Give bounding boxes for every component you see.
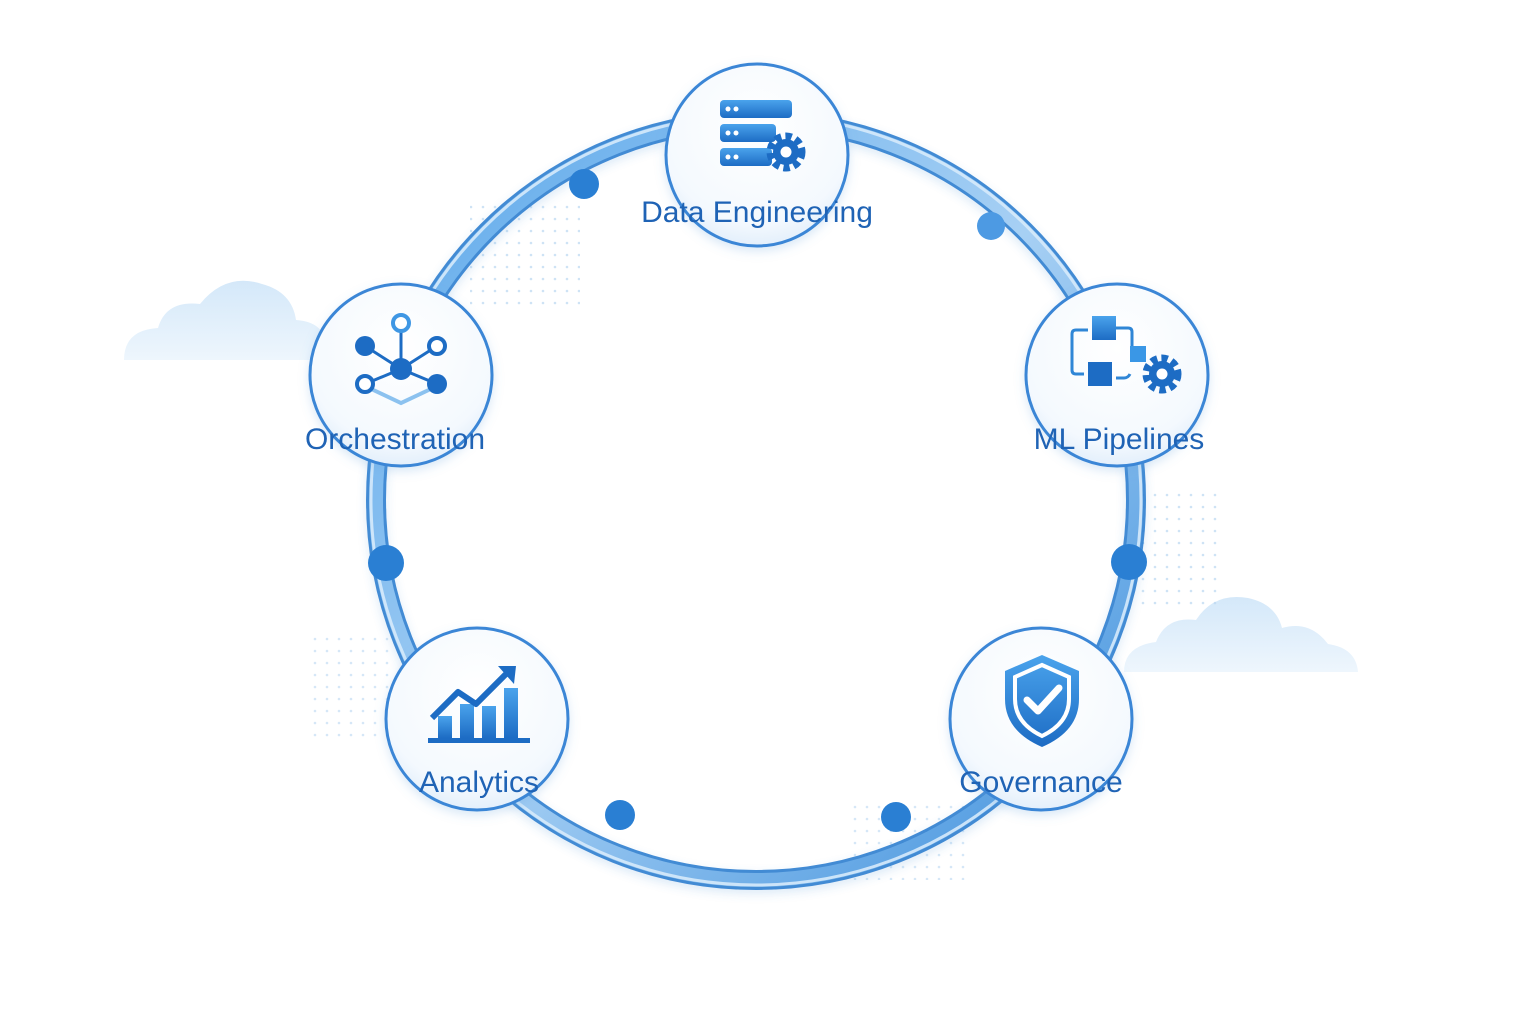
connector-dot	[605, 800, 635, 830]
node-governance: Governance	[948, 626, 1134, 812]
node-label: Orchestration	[305, 423, 485, 456]
node-label: Data Engineering	[641, 196, 873, 229]
node-orchestration: Orchestration	[305, 282, 494, 468]
node-data-engineering: Data Engineering	[641, 62, 873, 248]
connector-dot	[977, 212, 1005, 240]
cloud-left	[124, 280, 326, 360]
shield-check-icon	[1005, 655, 1079, 747]
node-label: Governance	[959, 766, 1122, 799]
dot-pattern-left	[305, 630, 395, 740]
workflow-gear-icon	[1070, 316, 1182, 394]
connector-dot	[881, 802, 911, 832]
server-gear-icon	[720, 100, 806, 172]
bar-chart-trend-icon	[428, 666, 530, 743]
dot-pattern-right	[1140, 490, 1220, 610]
connector-dot	[368, 545, 404, 581]
network-hub-icon	[355, 313, 447, 406]
ring-connector-dots	[368, 169, 1147, 832]
node-label: ML Pipelines	[1034, 423, 1205, 456]
connector-dot	[1111, 544, 1147, 580]
cloud-right	[1124, 596, 1358, 672]
node-ml-pipelines: ML Pipelines	[1024, 282, 1210, 468]
node-analytics: Analytics	[384, 626, 570, 812]
connector-dot	[569, 169, 599, 199]
dot-pattern-top	[470, 200, 580, 310]
node-label: Analytics	[419, 766, 539, 799]
